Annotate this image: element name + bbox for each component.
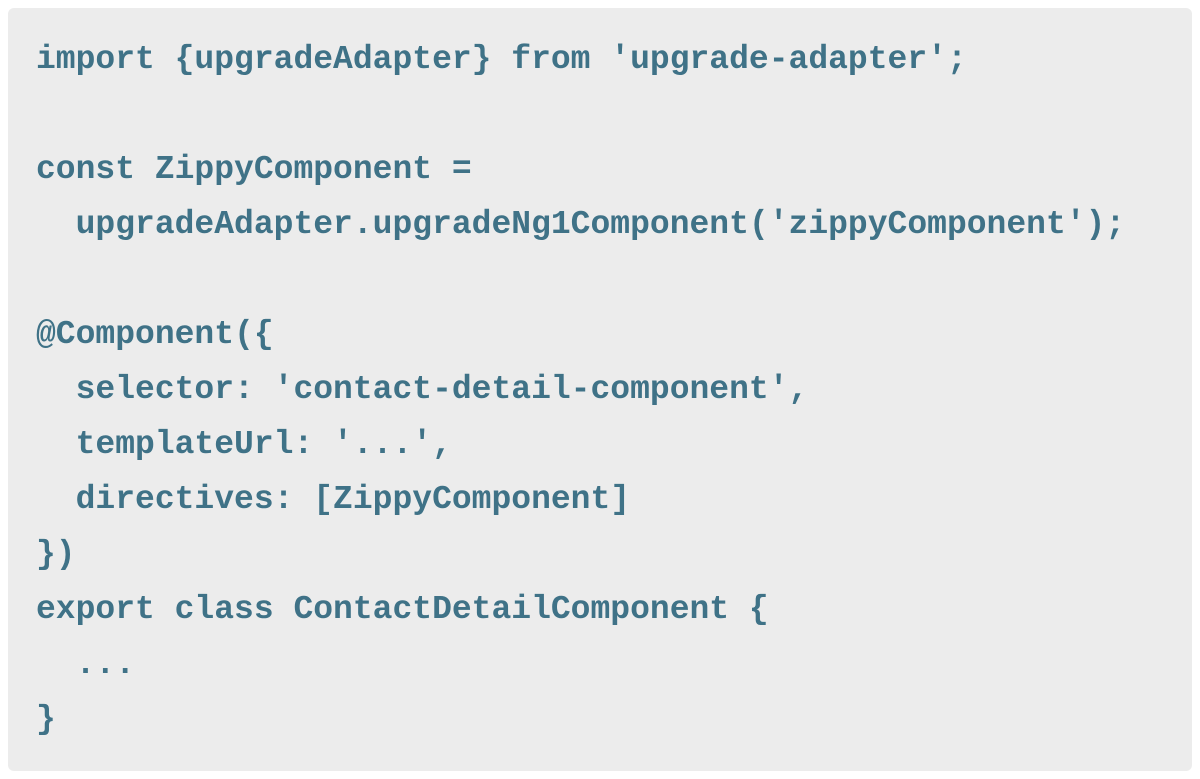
code-content: import {upgradeAdapter} from 'upgrade-ad… <box>36 41 1126 738</box>
code-snippet-panel: import {upgradeAdapter} from 'upgrade-ad… <box>8 8 1192 771</box>
